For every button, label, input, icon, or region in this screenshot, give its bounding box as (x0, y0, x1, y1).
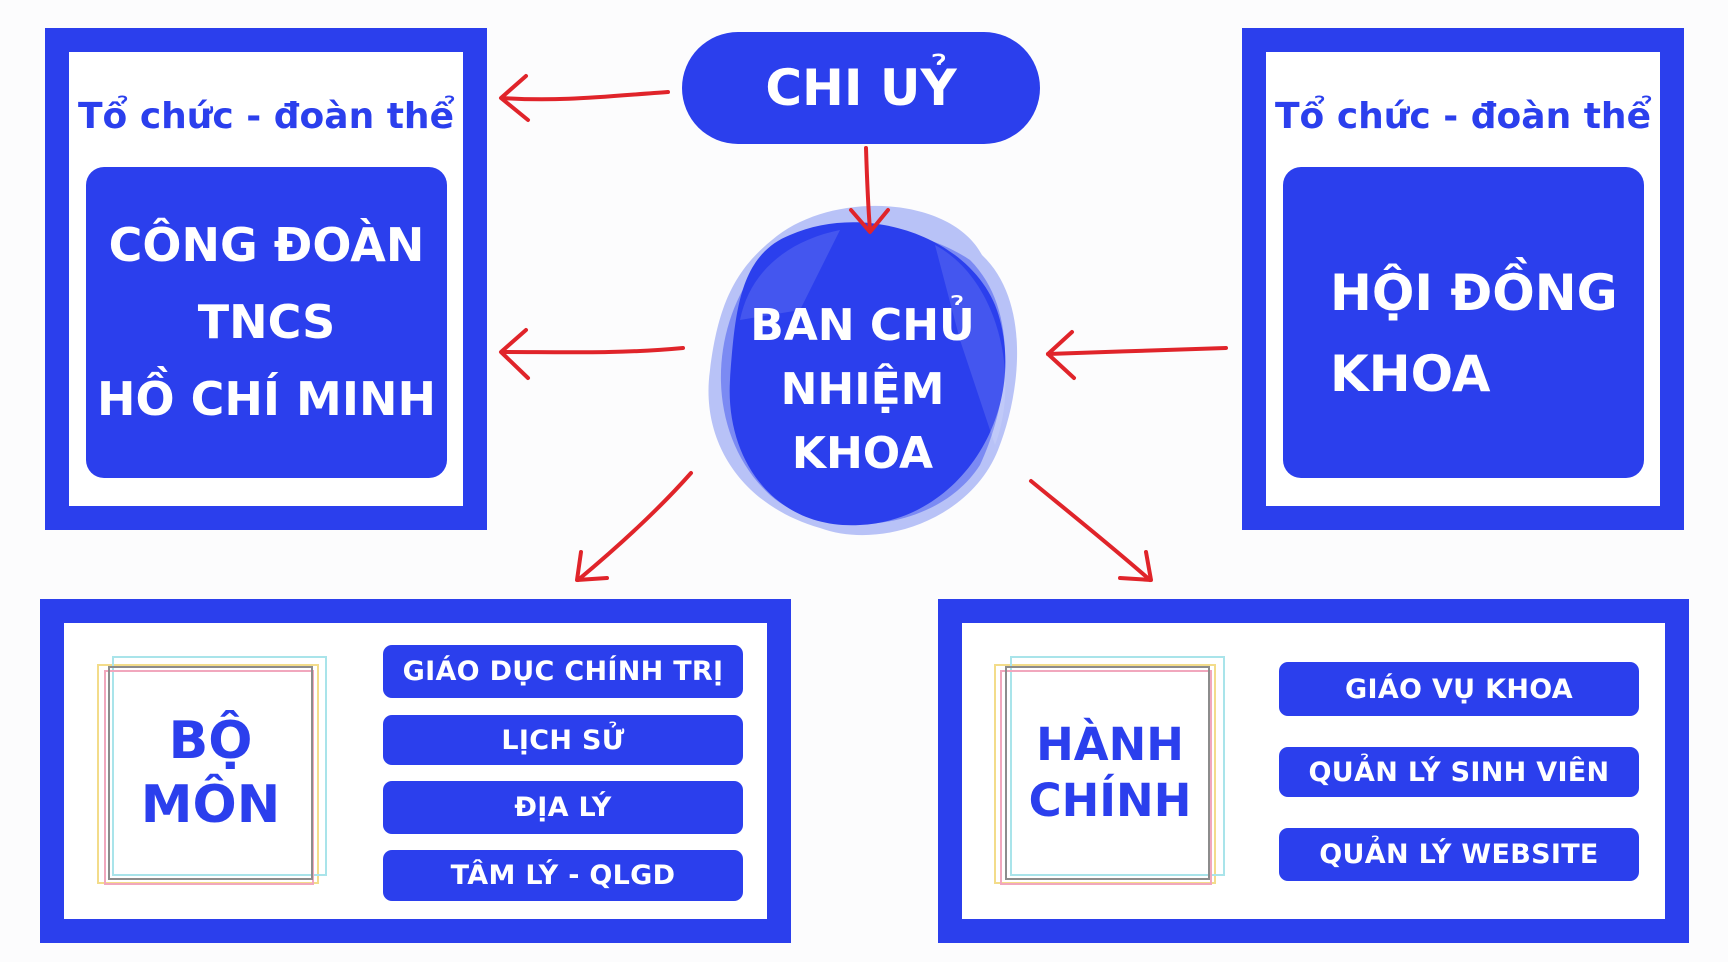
bo-mon-item-giao-duc-chinh-tri: GIÁO DỤC CHÍNH TRỊ (383, 645, 743, 698)
hanh-chinh-frame-cyan (1010, 656, 1225, 876)
cong-doan-line-1: CÔNG ĐOÀN (108, 218, 425, 272)
bo-mon-frame-gray (108, 666, 313, 880)
cong-doan-line-3: HỒ CHÍ MINH (97, 372, 436, 426)
hanh-chinh-frame-gray (1005, 666, 1210, 880)
arrow-center-to-bo-mon (575, 471, 693, 582)
bo-mon-title-line-2: MÔN (140, 775, 281, 835)
cong-doan-box: CÔNG ĐOÀN TNCS HỒ CHÍ MINH (86, 167, 447, 478)
right-panel-subtitle: Tổ chức - đoàn thể (1275, 95, 1651, 137)
bo-mon-title: BỘ MÔN (108, 666, 313, 880)
bo-mon-item-lich-su: LỊCH SỬ (383, 715, 743, 765)
hanh-chinh-title: HÀNH CHÍNH (990, 666, 1230, 880)
bo-mon-item-tam-ly-qlgd: TÂM LÝ - QLGD (383, 850, 743, 901)
ban-chu-nhiem-khoa-label: BAN CHỦ NHIỆM KHOA (720, 290, 1005, 490)
cong-doan-line-2: TNCS (197, 295, 336, 349)
bo-mon-title-line-1: BỘ (168, 711, 253, 771)
arrow-chi-uy-to-left-panel (499, 74, 670, 122)
ban-chu-nhiem-line-3: KHOA (791, 428, 934, 479)
chi-uy-node: CHI UỶ (682, 32, 1040, 144)
left-panel-subtitle: Tổ chức - đoàn thể (78, 95, 454, 137)
bo-mon-frame-cyan (112, 656, 327, 876)
hanh-chinh-item-quan-ly-website: QUẢN LÝ WEBSITE (1279, 828, 1639, 881)
arrow-center-to-left-panel (499, 328, 685, 380)
ban-chu-nhiem-line-1: BAN CHỦ (750, 300, 975, 351)
bo-mon-item-dia-ly: ĐỊA LÝ (383, 781, 743, 834)
hanh-chinh-title-line-1: HÀNH (1036, 718, 1184, 771)
hanh-chinh-item-giao-vu-khoa: GIÁO VỤ KHOA (1279, 662, 1639, 716)
hanh-chinh-frame-pink (1000, 670, 1212, 885)
hoi-dong-line-1: HỘI ĐỒNG (1330, 264, 1618, 322)
hanh-chinh-title-line-2: CHÍNH (1028, 774, 1192, 827)
bo-mon-frame-pink (104, 670, 314, 885)
hanh-chinh-item-quan-ly-sinh-vien: QUẢN LÝ SINH VIÊN (1279, 747, 1639, 797)
hoi-dong-khoa-box: HỘI ĐỒNG KHOA (1283, 167, 1644, 478)
ban-chu-nhiem-line-2: NHIỆM (780, 364, 945, 415)
hoi-dong-line-2: KHOA (1330, 345, 1491, 403)
center-blob (708, 205, 1018, 536)
arrow-center-to-right-panel (1046, 330, 1228, 380)
